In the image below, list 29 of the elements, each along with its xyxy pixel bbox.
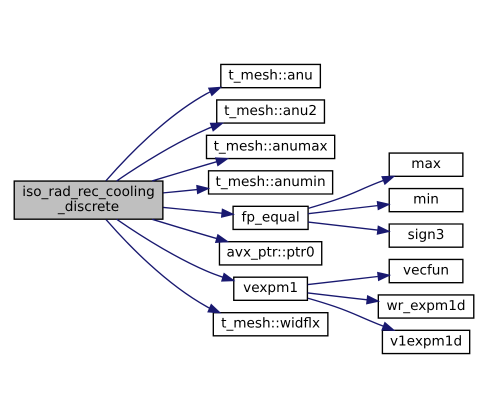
arrow: [116, 122, 224, 182]
arrow: [106, 218, 222, 313]
node-box: t_mesh::anu2: [216, 98, 326, 124]
node-box: t_mesh::widflx: [212, 311, 329, 336]
node-box: v1expm1d: [382, 329, 470, 354]
arrow: [308, 220, 391, 234]
arrow: [308, 292, 380, 304]
arrow: [308, 175, 396, 208]
arrow: [152, 218, 230, 243]
node-box: min: [388, 187, 464, 212]
node-box: sign3: [388, 222, 464, 248]
arrow: [308, 200, 391, 214]
arrow: [152, 156, 230, 182]
node-box: wr_expm1d: [378, 294, 474, 318]
arrow: [308, 297, 396, 330]
arrow: [308, 271, 392, 285]
arrow: [106, 86, 222, 181]
node-box: t_mesh::anu: [220, 63, 322, 88]
arrow: [116, 218, 236, 282]
node-box: iso_rad_rec_cooling _discrete: [14, 180, 164, 220]
node-box: vecfun: [388, 258, 464, 283]
node-box: fp_equal: [232, 205, 309, 230]
node-box: t_mesh::anumin: [208, 170, 334, 194]
node-box: max: [388, 152, 464, 176]
arrow: [163, 184, 210, 194]
arrow: [163, 206, 235, 218]
node-box: t_mesh::anumax: [206, 134, 336, 159]
node-box: avx_ptr::ptr0: [218, 240, 322, 266]
node-box: vexpm1: [233, 276, 308, 301]
